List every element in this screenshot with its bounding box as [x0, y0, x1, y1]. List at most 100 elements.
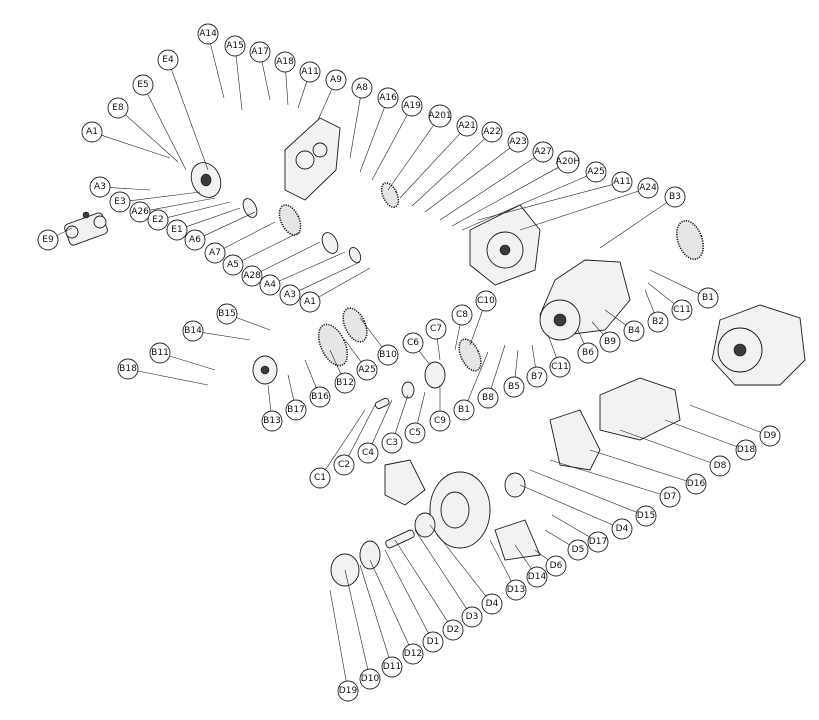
leader-line-a25b — [344, 339, 362, 363]
balloon-label: C10 — [477, 296, 495, 306]
balloon-a11b: A11 — [611, 171, 633, 193]
balloon-label: D18 — [737, 445, 756, 455]
balloon-c4: C4 — [357, 442, 379, 464]
balloon-circle — [107, 97, 129, 119]
leader-line-b12 — [329, 349, 342, 375]
part-balloons: A1E8E5E4A14A15A17A18A11A9A8A16A19A201A21… — [37, 23, 781, 702]
balloon-label: C9 — [434, 416, 446, 426]
balloon-e8: E8 — [107, 97, 129, 119]
leader-line-a25 — [461, 175, 587, 231]
balloon-a22: A22 — [481, 121, 503, 143]
balloon-label: B1 — [702, 293, 714, 303]
leader-line-a16 — [359, 107, 385, 173]
part-a-gears — [242, 182, 400, 264]
balloon-circle — [461, 606, 483, 628]
balloon-d17: D17 — [587, 531, 609, 553]
leader-line-d10 — [344, 569, 369, 670]
leader-line-e1 — [186, 207, 241, 227]
leader-line-d2 — [394, 539, 448, 622]
leader-line-b11 — [169, 355, 216, 371]
balloon-circle — [402, 332, 424, 354]
balloon-label: D12 — [404, 649, 422, 659]
balloon-label: A3 — [284, 290, 296, 300]
balloon-circle — [526, 366, 548, 388]
leader-line-d6 — [534, 549, 549, 561]
balloon-c2: C2 — [333, 454, 355, 476]
balloon-label: A11 — [301, 67, 319, 77]
balloon-circle — [299, 291, 321, 313]
balloon-a8: A8 — [351, 77, 373, 99]
leader-line-a15 — [235, 55, 243, 111]
leader-line-d14 — [514, 544, 532, 569]
balloon-circle — [428, 104, 452, 128]
balloon-label: A7 — [209, 248, 221, 258]
balloon-label: B14 — [184, 326, 202, 336]
balloon-circle — [585, 161, 607, 183]
balloon-label: B18 — [119, 364, 137, 374]
balloon-label: A17 — [251, 47, 269, 57]
balloon-d4b: D4 — [481, 593, 503, 615]
balloon-label: C1 — [314, 473, 326, 483]
balloon-circle — [299, 61, 321, 83]
balloon-d5: D5 — [567, 539, 589, 561]
balloon-label: D19 — [339, 686, 358, 696]
balloon-circle — [759, 425, 781, 447]
leader-line-e8 — [125, 114, 179, 163]
balloon-label: A19 — [403, 101, 421, 111]
balloon-a1: A1 — [81, 121, 103, 143]
leader-line-d15 — [529, 469, 637, 513]
balloon-circle — [532, 141, 554, 163]
balloon-label: A24 — [639, 183, 657, 193]
balloon-circle — [37, 229, 59, 251]
balloon-circle — [309, 386, 331, 408]
balloon-a3b: A3 — [279, 284, 301, 306]
balloon-a25b: A25 — [356, 359, 378, 381]
balloon-circle — [526, 566, 548, 588]
balloon-label: D3 — [466, 612, 479, 622]
part-d-axle-housing — [504, 377, 681, 498]
balloon-circle — [567, 539, 589, 561]
leader-line-c1 — [325, 409, 366, 470]
balloon-circle — [671, 299, 693, 321]
parts-layer — [64, 117, 806, 587]
balloon-c11b: C11 — [549, 356, 571, 378]
balloon-a28: A28 — [241, 265, 263, 287]
leader-lines — [56, 43, 761, 682]
balloon-label: A28 — [243, 271, 261, 281]
leader-line-b18 — [137, 370, 209, 386]
balloon-circle — [117, 358, 139, 380]
balloon-label: B1 — [458, 405, 470, 415]
balloon-label: A25 — [587, 167, 605, 177]
balloon-e5: E5 — [132, 74, 154, 96]
leader-line-e9 — [56, 227, 73, 236]
balloon-circle — [81, 121, 103, 143]
balloon-circle — [166, 219, 188, 241]
balloon-circle — [157, 49, 179, 71]
balloon-d15: D15 — [635, 505, 657, 527]
balloon-label: A21 — [458, 121, 476, 131]
balloon-circle — [351, 77, 373, 99]
balloon-e4: E4 — [157, 49, 179, 71]
balloon-e2: E2 — [147, 209, 169, 231]
balloon-label: A23 — [509, 137, 527, 147]
balloon-circle — [402, 643, 424, 665]
balloon-a26: A26 — [129, 201, 151, 223]
balloon-label: E8 — [112, 103, 124, 113]
balloon-d1: D1 — [422, 631, 444, 653]
leader-line-c8 — [454, 324, 461, 351]
balloon-b14: B14 — [182, 320, 204, 342]
balloon-circle — [381, 432, 403, 454]
balloon-circle — [637, 177, 659, 199]
balloon-label: D4 — [616, 524, 629, 534]
leader-line-a27 — [439, 157, 535, 221]
leader-line-a5 — [241, 231, 301, 261]
balloon-circle — [279, 284, 301, 306]
balloon-circle — [357, 442, 379, 464]
balloon-circle — [456, 115, 478, 137]
balloon-label: E9 — [42, 235, 54, 245]
leader-line-a11 — [297, 81, 308, 109]
balloon-e9: E9 — [37, 229, 59, 251]
balloon-e1: E1 — [166, 219, 188, 241]
balloon-circle — [359, 668, 381, 690]
part-e4-cover — [190, 162, 222, 198]
